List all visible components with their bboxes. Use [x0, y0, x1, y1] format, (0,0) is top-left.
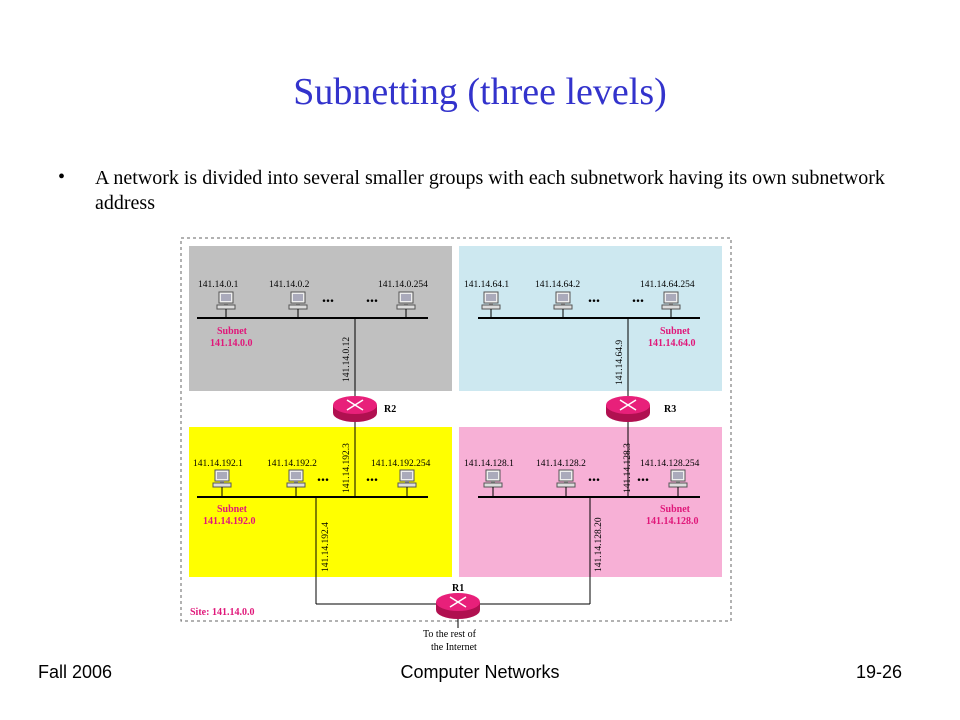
subnet-address: 141.14.192.0: [203, 516, 256, 527]
host-computer-icon: [481, 291, 501, 310]
host-label: 141.14.128.254: [640, 459, 700, 469]
host-computer-icon: [212, 469, 232, 488]
host-label: 141.14.64.254: [640, 280, 695, 290]
slide-title: Subnetting (three levels): [293, 71, 667, 113]
host-label: 141.14.128.2: [536, 459, 586, 469]
ellipsis: ...: [588, 289, 600, 306]
host-label: 141.14.192.254: [371, 459, 431, 469]
host-computer-icon: [216, 291, 236, 310]
subnet-address: 141.14.0.0: [210, 338, 253, 349]
host-label: 141.14.0.2: [269, 280, 310, 290]
host-computer-icon: [668, 469, 688, 488]
host-label: 141.14.192.2: [267, 459, 317, 469]
host-computer-icon: [397, 469, 417, 488]
host-computer-icon: [286, 469, 306, 488]
host-computer-icon: [483, 469, 503, 488]
internet-label-line2: the Internet: [431, 642, 477, 653]
router-r3-icon: [605, 395, 651, 423]
host-label: 141.14.64.1: [464, 280, 509, 290]
footer-slide-number: 19-26: [855, 662, 902, 682]
subnet-word: Subnet: [217, 504, 248, 515]
subnet-word: Subnet: [660, 326, 691, 337]
host-computer-icon: [288, 291, 308, 310]
footer-course: Computer Networks: [400, 662, 560, 682]
router-interface-label: 141.14.64.9: [615, 340, 625, 385]
ellipsis: ...: [588, 468, 600, 485]
router-interface-label: 141.14.192.4: [321, 522, 331, 572]
subnet-word: Subnet: [660, 504, 691, 515]
ellipsis: ...: [317, 468, 329, 485]
router-interface-label: 141.14.128.3: [623, 443, 633, 493]
host-computer-icon: [396, 291, 416, 310]
subnet-blue: 141.14.64.1 141.14.64.2 141.14.64.254 ..…: [464, 280, 700, 398]
subnet-address: 141.14.64.0: [648, 338, 696, 349]
router-interface-label: 141.14.0.12: [342, 337, 352, 382]
bullet-text: A network is divided into several smalle…: [95, 167, 885, 214]
router-interface-label: 141.14.128.20: [594, 517, 604, 572]
router-r2-label: R2: [384, 404, 396, 415]
bullet-marker: •: [58, 166, 66, 188]
host-label: 141.14.64.2: [535, 280, 580, 290]
host-computer-icon: [556, 469, 576, 488]
router-r1-label: R1: [452, 583, 464, 594]
subnet-yellow-area: [189, 427, 452, 577]
host-label: 141.14.192.1: [193, 459, 243, 469]
subnet-address: 141.14.128.0: [646, 516, 699, 527]
subnet-word: Subnet: [217, 326, 248, 337]
router-r1-icon: [435, 592, 481, 620]
ellipsis: ...: [366, 289, 378, 306]
host-label: 141.14.0.254: [378, 280, 428, 290]
internet-label-line1: To the rest of: [423, 629, 477, 640]
bullet-item: • A network is divided into several smal…: [58, 166, 898, 216]
subnet-yellow: 141.14.192.1 141.14.192.2 141.14.192.254…: [193, 418, 431, 604]
router-interface-label: 141.14.192.3: [342, 443, 352, 493]
host-computer-icon: [553, 291, 573, 310]
router-r2-icon: [332, 395, 378, 423]
host-computer-icon: [661, 291, 681, 310]
subnet-gray: 141.14.0.1 141.14.0.2 141.14.0.254 ... .…: [197, 280, 428, 398]
ellipsis: ...: [637, 468, 649, 485]
ellipsis: ...: [366, 468, 378, 485]
host-label: 141.14.0.1: [198, 280, 239, 290]
host-label: 141.14.128.1: [464, 459, 514, 469]
subnet-pink: 141.14.128.1 141.14.128.2 141.14.128.254…: [464, 418, 700, 604]
site-boundary: [180, 237, 732, 622]
footer-date: Fall 2006: [38, 662, 113, 682]
router-r3-label: R3: [664, 404, 676, 415]
ellipsis: ...: [322, 289, 334, 306]
site-label: Site: 141.14.0.0: [190, 607, 254, 618]
ellipsis: ...: [632, 289, 644, 306]
